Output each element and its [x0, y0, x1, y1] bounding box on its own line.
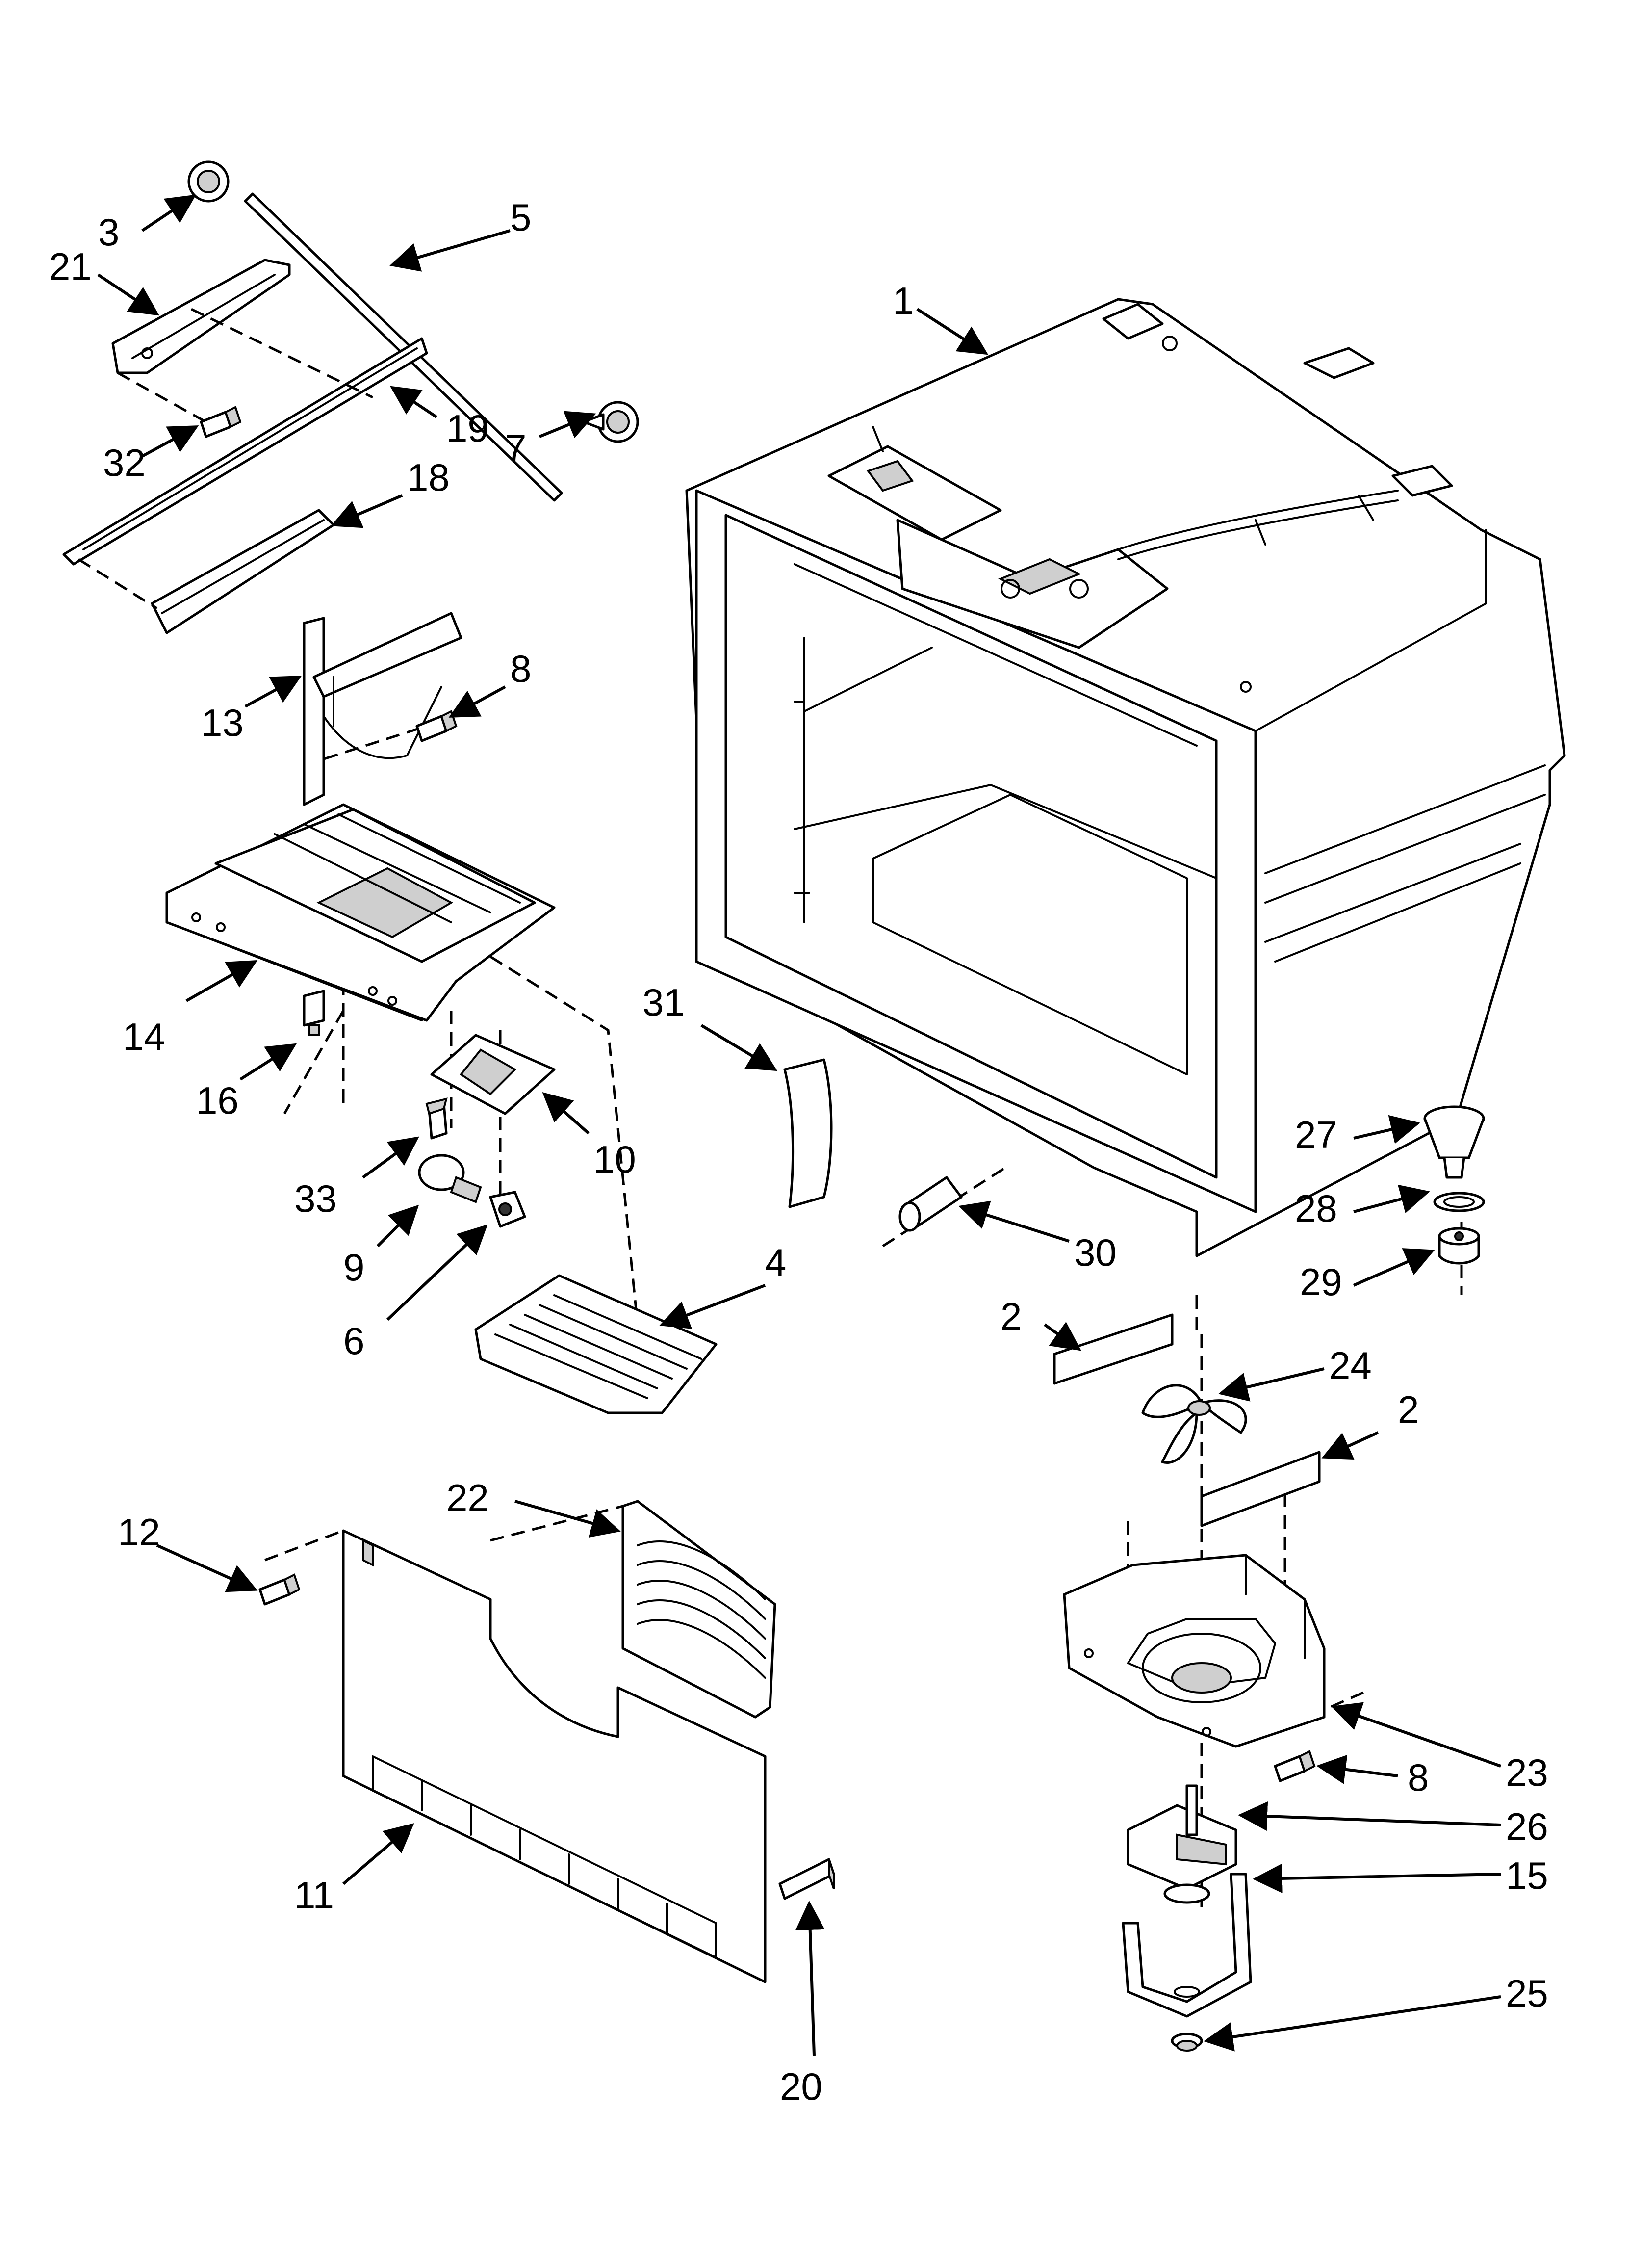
callout-18: 18 [407, 456, 450, 499]
callout-8-lower: 8 [1408, 1756, 1429, 1799]
part-7-gear [582, 401, 639, 443]
part-11-rear-panel [342, 1529, 767, 1983]
part-12-screw [258, 1573, 301, 1606]
part-15-motor-bracket [1122, 1873, 1252, 2018]
part-32-screw [200, 406, 242, 438]
part-8-screw-upper [415, 710, 458, 742]
part-25-grommet [1171, 2033, 1203, 2052]
part-31-tube [783, 1058, 833, 1208]
part-27-grommet [1423, 1105, 1485, 1179]
part-16-switch [303, 990, 325, 1036]
part-30-capacitor [898, 1176, 963, 1232]
part-4-tray [474, 1274, 718, 1414]
callout-23: 23 [1506, 1751, 1548, 1794]
part-29-bushing [1438, 1227, 1480, 1265]
callout-10: 10 [593, 1138, 636, 1181]
callout-20: 20 [780, 2065, 822, 2108]
part-1-freezer-liner [685, 298, 1566, 1257]
callout-12: 12 [118, 1511, 160, 1554]
callout-8-upper: 8 [510, 647, 531, 690]
part-23-fan-shroud [1063, 1554, 1326, 1748]
callout-14: 14 [123, 1015, 165, 1058]
part-18-slide-rail [151, 509, 335, 634]
part-6-socket [489, 1191, 526, 1228]
part-21-rail-bracket [111, 259, 291, 374]
callout-31: 31 [642, 981, 685, 1024]
callout-13: 13 [201, 701, 244, 744]
part-24-fan-blade [1141, 1384, 1247, 1464]
callout-labels: 1 3 5 21 19 7 32 18 13 8 14 31 16 10 33 … [49, 196, 1548, 2108]
callout-29: 29 [1300, 1260, 1342, 1303]
part-26-fan-motor [1127, 1784, 1237, 1904]
callout-16: 16 [196, 1079, 239, 1122]
callout-9: 9 [343, 1246, 364, 1289]
callout-33: 33 [294, 1177, 337, 1220]
callout-3: 3 [98, 210, 119, 254]
callout-1: 1 [893, 279, 914, 322]
callout-5: 5 [510, 196, 531, 239]
part-9-bulb [418, 1154, 482, 1203]
callout-28: 28 [1295, 1187, 1337, 1230]
callout-15: 15 [1506, 1854, 1548, 1897]
part-19-slide-rail [62, 337, 428, 566]
callout-25: 25 [1506, 1972, 1548, 2015]
part-14-housing [165, 803, 556, 1022]
callout-6: 6 [343, 1319, 364, 1362]
callout-11: 11 [294, 1874, 334, 1917]
part-5-rod [244, 192, 563, 502]
callout-26: 26 [1506, 1805, 1548, 1848]
callout-22: 22 [446, 1476, 489, 1519]
part-10-lamp-housing [430, 1034, 556, 1115]
part-8-screw-lower [1274, 1750, 1316, 1782]
part-20-seal-strip [778, 1858, 835, 1900]
leader-lines [97, 194, 1501, 2056]
part-2-pad-upper [1053, 1313, 1174, 1385]
callout-32: 32 [103, 441, 146, 484]
part-28-ring [1433, 1192, 1485, 1212]
part-22-grille [621, 1500, 776, 1719]
callout-27: 27 [1295, 1113, 1337, 1156]
part-13-bracket [303, 612, 462, 806]
callout-2-upper: 2 [1001, 1295, 1022, 1338]
callout-2-lower: 2 [1398, 1388, 1419, 1431]
callout-30: 30 [1074, 1231, 1117, 1274]
callout-4: 4 [765, 1241, 786, 1284]
part-3-gear [187, 160, 230, 203]
part-2-pad-lower [1200, 1451, 1321, 1527]
callout-21: 21 [49, 245, 92, 288]
callout-7: 7 [505, 426, 526, 469]
callout-24: 24 [1329, 1344, 1372, 1387]
part-33-screw [425, 1097, 448, 1140]
callout-19: 19 [446, 407, 489, 450]
